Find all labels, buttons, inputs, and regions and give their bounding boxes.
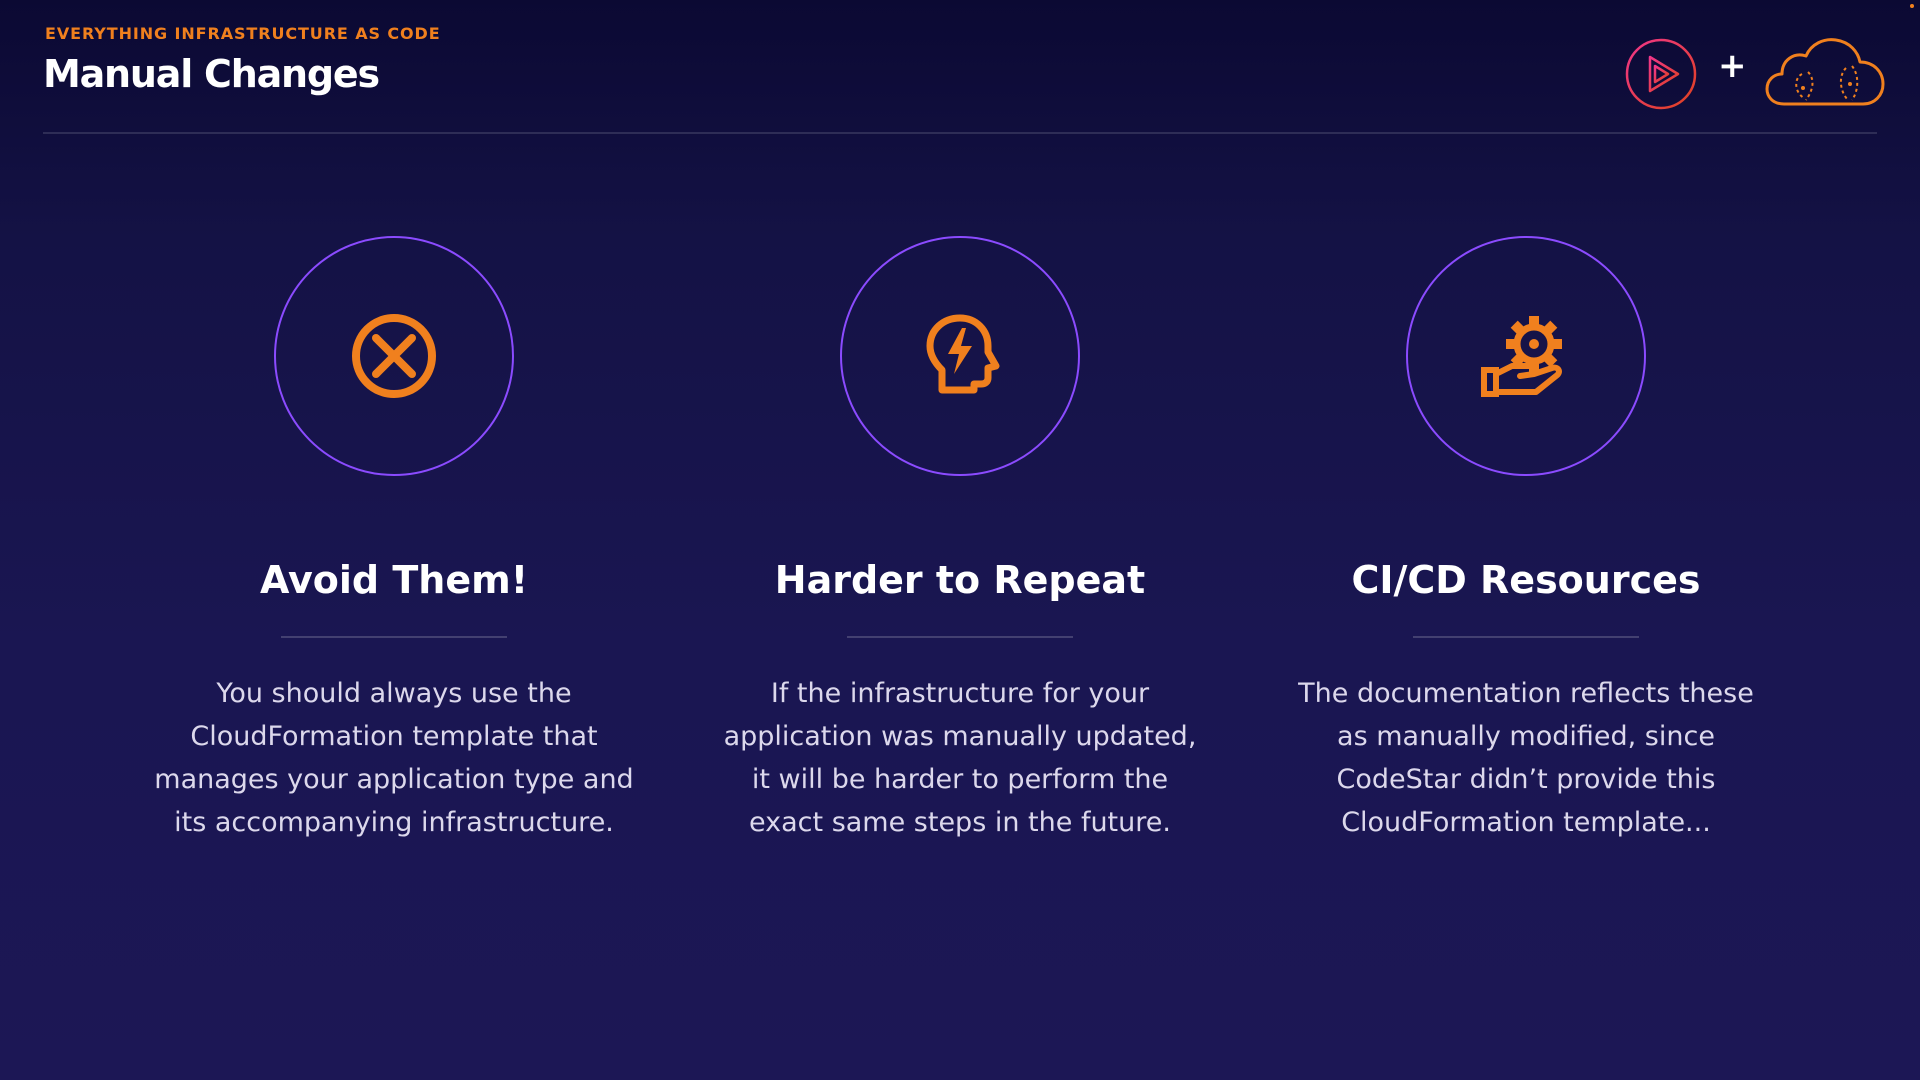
feature-column-cicd: CI/CD Resources The documentation reflec… xyxy=(1256,236,1796,844)
body-line: CloudFormation template... xyxy=(1341,807,1711,838)
feature-column-avoid: Avoid Them! You should always use the Cl… xyxy=(124,236,664,844)
column-title: CI/CD Resources xyxy=(1351,558,1701,602)
body-line: CloudFormation template that xyxy=(190,721,598,752)
header-divider xyxy=(43,132,1877,134)
column-divider xyxy=(847,636,1073,638)
play-logo-icon xyxy=(1625,38,1697,110)
icon-ring xyxy=(840,236,1080,476)
x-circle-icon xyxy=(352,314,436,398)
column-title: Harder to Repeat xyxy=(774,558,1146,602)
body-line: CodeStar didn’t provide this xyxy=(1336,764,1716,795)
corner-dot xyxy=(1910,4,1914,8)
body-line: manages your application type and xyxy=(154,764,634,795)
head-lightning-icon xyxy=(926,314,1000,394)
hand-gear-icon xyxy=(1481,316,1562,397)
body-line: exact same steps in the future. xyxy=(749,807,1171,838)
body-line: as manually modified, since xyxy=(1337,721,1715,752)
slide-title: Manual Changes xyxy=(43,52,380,96)
feature-column-repeat: Harder to Repeat If the infrastructure f… xyxy=(690,236,1230,844)
body-line: If the infrastructure for your xyxy=(770,678,1150,709)
body-line: application was manually updated, xyxy=(723,721,1197,752)
body-line: You should always use the xyxy=(216,678,572,709)
column-body: You should always use the CloudFormation… xyxy=(124,672,664,844)
column-divider xyxy=(281,636,507,638)
body-line: its accompanying infrastructure. xyxy=(174,807,614,838)
icon-ring xyxy=(274,236,514,476)
column-body: If the infrastructure for your applicati… xyxy=(690,672,1230,844)
body-line: it will be harder to perform the xyxy=(751,764,1169,795)
column-body: The documentation reflects these as manu… xyxy=(1256,672,1796,844)
cloud-logo-icon xyxy=(1765,38,1885,106)
column-divider xyxy=(1413,636,1639,638)
body-line: The documentation reflects these xyxy=(1298,678,1754,709)
section-kicker: EVERYTHING INFRASTRUCTURE AS CODE xyxy=(45,24,441,43)
column-title: Avoid Them! xyxy=(259,558,529,602)
plus-sign: + xyxy=(1718,46,1747,86)
icon-ring xyxy=(1406,236,1646,476)
header-logos: + xyxy=(1620,36,1890,112)
